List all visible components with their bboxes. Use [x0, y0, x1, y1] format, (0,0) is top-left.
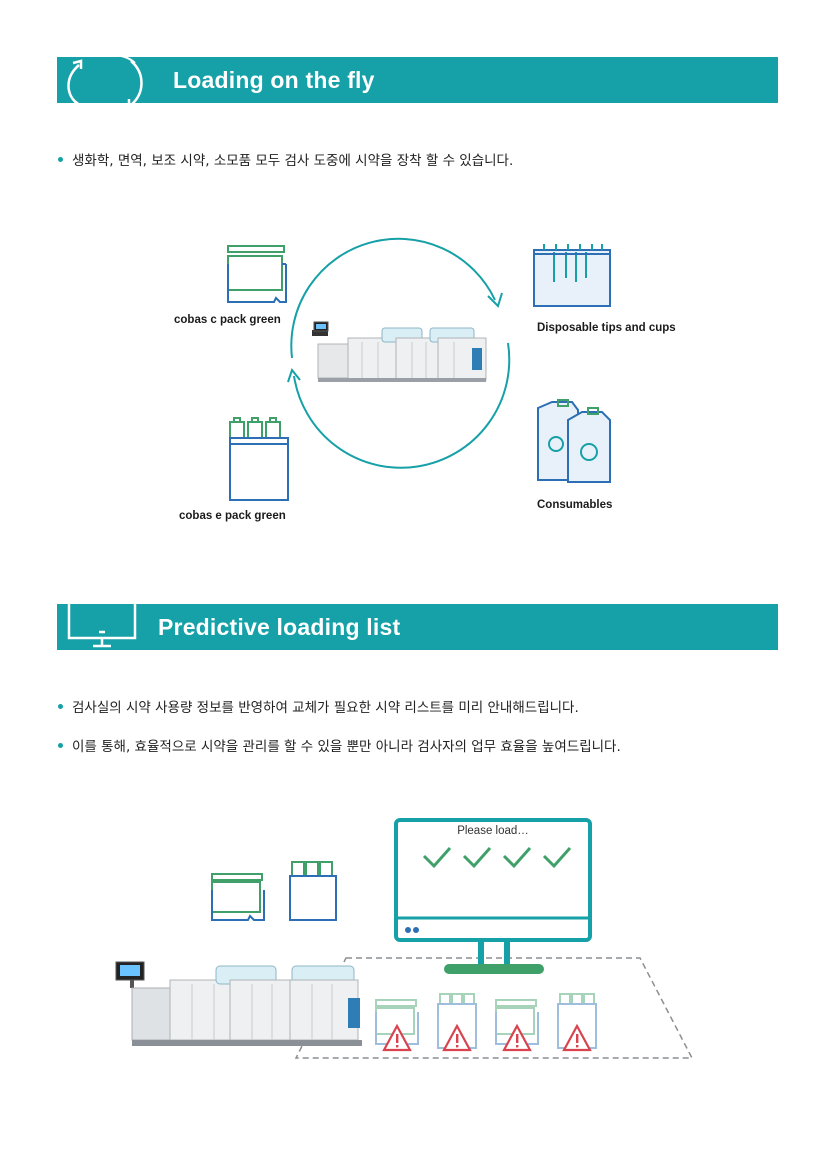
cobas-e-pack-icon-small [289, 861, 337, 921]
monitor-text: Please load… [457, 825, 529, 837]
analyzer-machine-image [312, 321, 487, 382]
bullet-text: 검사실의 시약 사용량 정보를 반영하여 교체가 필요한 시약 리스트를 미리 … [72, 700, 579, 716]
bullet-dot [58, 703, 63, 709]
section1-bullet: 생화학, 면역, 보조 시약, 소모품 모두 검사 도중에 시약을 장착 할 수… [58, 149, 513, 169]
pending-reagents-row [375, 993, 597, 1052]
cobas-c-pack-label: cobas c pack green [174, 314, 281, 326]
monitor-display [394, 818, 592, 974]
cobas-c-pack-icon [227, 245, 287, 303]
refresh-icon [61, 53, 161, 110]
consumables-icon [537, 399, 611, 483]
monitor-icon [65, 604, 145, 650]
disposable-tips-icon [533, 244, 611, 307]
analyzer-machine-image-large [115, 961, 362, 1046]
cobas-c-pack-icon-small [211, 873, 265, 921]
cobas-e-pack-label: cobas e pack green [179, 510, 286, 522]
bullet-text: 생화학, 면역, 보조 시약, 소모품 모두 검사 도중에 시약을 장착 할 수… [72, 153, 514, 169]
disposable-tips-label: Disposable tips and cups [537, 322, 676, 334]
section2-title: Predictive loading list [158, 614, 401, 640]
section1-banner: Loading on the fly [57, 53, 778, 110]
bullet-dot [58, 156, 63, 162]
bullet-text: 이를 통해, 효율적으로 시약을 관리를 할 수 있을 뿐만 아니라 검사자의 … [72, 739, 621, 755]
section1-title: Loading on the fly [173, 67, 375, 93]
bullet-dot [58, 742, 63, 748]
section2-bullet-1: 검사실의 시약 사용량 정보를 반영하여 교체가 필요한 시약 리스트를 미리 … [58, 696, 579, 716]
consumables-label: Consumables [537, 499, 613, 511]
section2-banner: Predictive loading list [57, 604, 778, 650]
cobas-e-pack-icon [229, 417, 289, 501]
section2-bullet-2: 이를 통해, 효율적으로 시약을 관리를 할 수 있을 뿐만 아니라 검사자의 … [58, 735, 621, 755]
